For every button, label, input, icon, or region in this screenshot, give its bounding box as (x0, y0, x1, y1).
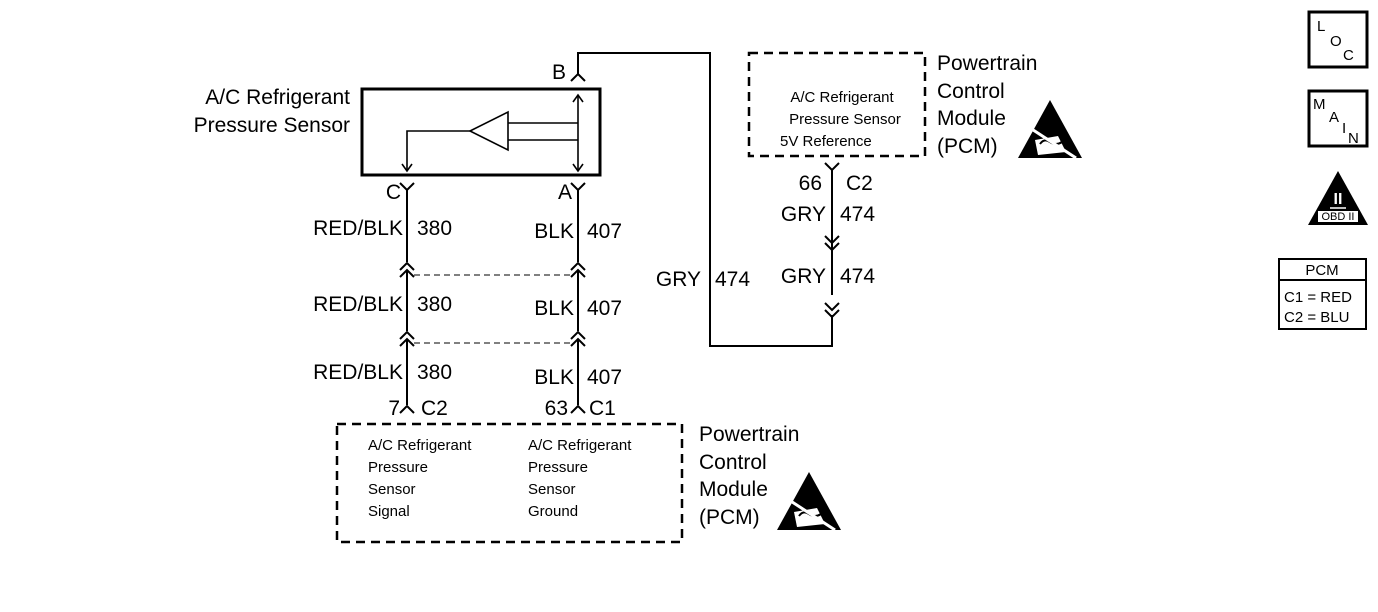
wire-color-label: GRY (781, 203, 826, 226)
svg-text:L: L (1317, 18, 1325, 35)
pcm-bottom-module: A/C Refrigerant Pressure Sensor Signal A… (335, 397, 799, 544)
pcm-bottom-signal-line2: Pressure (368, 459, 428, 476)
pcm-bottom-ground-line1: A/C Refrigerant (528, 437, 632, 454)
pcm-bottom-ground-line2: Pressure (528, 459, 588, 476)
pcm-bottom-signal-line4: Signal (368, 503, 410, 520)
pcm-bottom-title-line1: Powertrain (699, 423, 799, 446)
svg-text:M: M (1313, 96, 1326, 113)
pcm-legend-c1: C1 = RED (1284, 289, 1352, 306)
sensor-title-line1: A/C Refrigerant (205, 86, 350, 109)
pcm-bottom-title-line4: (PCM) (699, 506, 760, 529)
wire-color-label: BLK (534, 366, 574, 389)
sensor-pin-a: A (558, 181, 572, 204)
pcm-top-title-line3: Module (937, 107, 1006, 130)
wire-color-label: GRY (781, 265, 826, 288)
svg-text:OBD II: OBD II (1321, 211, 1354, 223)
pcm-top-function-line1: A/C Refrigerant (790, 89, 894, 106)
svg-text:N: N (1348, 130, 1359, 147)
circuit-number-label: 407 (587, 366, 622, 389)
pcm-bottom-signal-line1: A/C Refrigerant (368, 437, 472, 454)
pressure-sensor: A/C Refrigerant Pressure Sensor (194, 86, 602, 177)
circuit-number-label: 474 (715, 268, 750, 291)
pcm-legend-header: PCM (1305, 262, 1338, 279)
esd-sensitive-icon (777, 472, 841, 532)
wire-color-label: RED/BLK (313, 361, 403, 384)
sensor-pin-c: C (386, 181, 401, 204)
svg-text:A: A (1329, 109, 1339, 126)
circuit-number-label: 380 (417, 361, 452, 384)
pcm-connector-legend: PCM C1 = RED C2 = BLU (1278, 258, 1367, 330)
wire-color-label: BLK (534, 297, 574, 320)
pcm-bottom-signal-line3: Sensor (368, 481, 416, 498)
svg-text:O: O (1330, 33, 1342, 50)
pcm-top-title-line1: Powertrain (937, 52, 1037, 75)
pcm-bottom-right-pin-number: 63 (545, 397, 568, 420)
obd-ii-icon[interactable]: II OBD II (1308, 171, 1368, 225)
svg-text:C: C (1343, 47, 1354, 64)
wire-color-label: GRY (656, 268, 701, 291)
wire-color-label: RED/BLK (313, 293, 403, 316)
pcm-top-module: A/C Refrigerant Pressure Sensor 5V Refer… (747, 51, 1037, 195)
circuit-number-label: 380 (417, 293, 452, 316)
circuit-474-connectors (824, 162, 840, 319)
wire-color-label: RED/BLK (313, 217, 403, 240)
pcm-legend-c2: C2 = BLU (1284, 309, 1349, 326)
pcm-bottom-ground-line4: Ground (528, 503, 578, 520)
pcm-top-function-line2: Pressure Sensor (789, 111, 901, 128)
sensor-title-line2: Pressure Sensor (194, 114, 350, 137)
pcm-bottom-title-line2: Control (699, 451, 767, 474)
pcm-bottom-left-pin-number: 7 (388, 397, 400, 420)
pcm-top-connector-id: C2 (846, 172, 873, 195)
pcm-bottom-left-connector-id: C2 (421, 397, 448, 420)
circuit-number-label: 380 (417, 217, 452, 240)
pcm-bottom-right-connector-id: C1 (589, 397, 616, 420)
sensor-internal-circuit (401, 93, 584, 173)
sensor-pin-b: B (552, 61, 566, 84)
svg-text:II: II (1334, 191, 1343, 208)
circuit-number-label: 474 (840, 265, 875, 288)
circuit-number-label: 474 (840, 203, 875, 226)
loc-icon[interactable]: L O C (1307, 10, 1369, 69)
wire-color-label: BLK (534, 220, 574, 243)
circuit-407-wire (570, 182, 586, 414)
pcm-top-pin-number: 66 (799, 172, 822, 195)
circuit-number-label: 407 (587, 297, 622, 320)
pcm-bottom-ground-line3: Sensor (528, 481, 576, 498)
svg-text:I: I (1342, 120, 1346, 137)
circuit-380-wire (399, 182, 415, 414)
pcm-top-function-line3: 5V Reference (780, 133, 872, 150)
pcm-top-title-line4: (PCM) (937, 135, 998, 158)
circuit-number-label: 407 (587, 220, 622, 243)
main-icon[interactable]: M A I N (1307, 89, 1369, 148)
esd-sensitive-icon (1018, 100, 1082, 160)
pcm-top-title-line2: Control (937, 80, 1005, 103)
pcm-bottom-title-line3: Module (699, 478, 768, 501)
